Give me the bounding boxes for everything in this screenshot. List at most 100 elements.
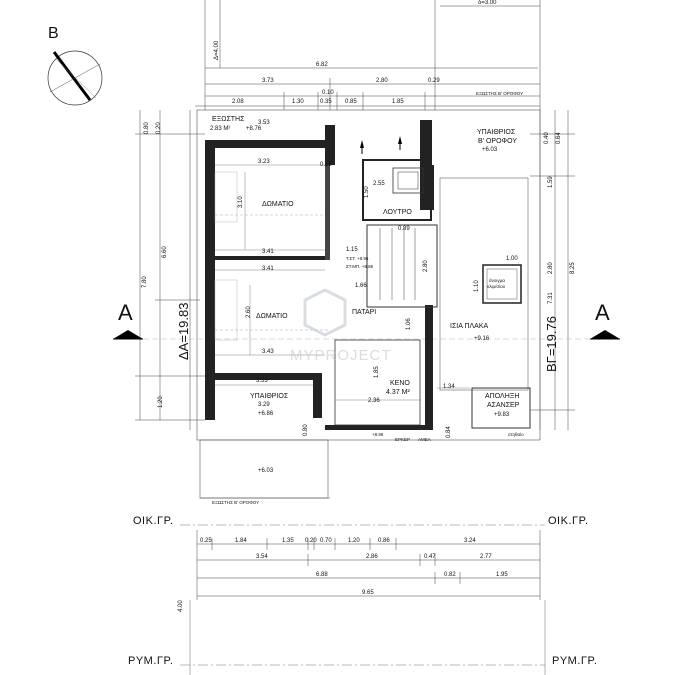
top-dimensions xyxy=(195,0,541,110)
balcony-top-label: ΕΞΩΣΤΗΣ xyxy=(212,116,245,123)
svg-text:ΑΜΕΑ: ΑΜΕΑ xyxy=(418,437,431,442)
landing-label: ΠΑΤΑΡΙ xyxy=(352,309,376,316)
watermark-logo: MYPROJECT xyxy=(290,288,392,364)
svg-text:2.80: 2.80 xyxy=(548,262,554,274)
svg-text:3.53: 3.53 xyxy=(256,378,268,384)
svg-text:0.15: 0.15 xyxy=(320,162,332,168)
svg-text:ΑΣΑΝΣΕΡ: ΑΣΑΝΣΕΡ xyxy=(487,402,520,409)
svg-text:1.00: 1.00 xyxy=(506,256,518,262)
svg-text:2.83 Μ²: 2.83 Μ² xyxy=(210,126,230,132)
svg-text:3.24: 3.24 xyxy=(464,538,476,544)
street-line: ΡΥΜ.ΓΡ. ΡΥΜ.ΓΡ. xyxy=(128,600,597,675)
north-arrow: B xyxy=(47,25,103,106)
svg-text:άνοιγμα: άνοιγμα xyxy=(489,277,505,283)
svg-text:1.10: 1.10 xyxy=(474,280,480,292)
svg-text:0.64: 0.64 xyxy=(556,132,562,144)
open-area-bottom-label: ΥΠΑΙΘΡΙΟΣ xyxy=(250,393,289,400)
svg-text:3.41: 3.41 xyxy=(262,266,274,272)
walls xyxy=(196,109,541,441)
flat-slab-label: ΙΣΙΑ ΠΛΑΚΑ xyxy=(450,323,489,330)
svg-text:0.70: 0.70 xyxy=(320,538,332,544)
svg-text:0.25: 0.25 xyxy=(200,538,212,544)
svg-text:1.06: 1.06 xyxy=(406,318,412,330)
room-labels: ΕΞΩΣΤΗΣ 2.83 Μ² +8.76 3.53 ΥΠΑΙΘΡΙΟΣ Β' … xyxy=(210,116,524,505)
svg-text:0.10: 0.10 xyxy=(322,90,334,96)
right-dimension-labels: 1.59 2.80 7.31 8.25 0.40 0.64 ΒΓ=19.76 xyxy=(544,132,576,372)
svg-text:3.54: 3.54 xyxy=(256,554,268,560)
svg-text:0.35: 0.35 xyxy=(320,99,332,105)
right-side-length: ΒΓ=19.76 xyxy=(544,316,559,372)
svg-text:4.37 Μ²: 4.37 Μ² xyxy=(386,389,410,396)
svg-text:+6.03: +6.03 xyxy=(482,147,498,153)
left-dimensions xyxy=(135,110,205,430)
svg-text:δ=3.00: δ=3.00 xyxy=(478,0,497,6)
bathroom-label: ΛΟΥΤΡΟ xyxy=(383,209,412,216)
svg-text:+9.16: +9.16 xyxy=(474,336,490,342)
left-side-length: ΔΑ=19.83 xyxy=(176,303,191,360)
svg-text:A: A xyxy=(118,300,133,325)
svg-text:2.80: 2.80 xyxy=(376,78,388,84)
svg-text:1.66: 1.66 xyxy=(355,283,367,289)
svg-text:2.36: 2.36 xyxy=(368,398,380,404)
svg-text:ΟΙΚ.ΓΡ.: ΟΙΚ.ΓΡ. xyxy=(133,515,174,527)
svg-text:A: A xyxy=(595,300,610,325)
svg-text:0.20: 0.20 xyxy=(156,122,162,134)
svg-text:6.88: 6.88 xyxy=(316,572,328,578)
bottom-dimensions xyxy=(196,530,541,600)
svg-text:0.82: 0.82 xyxy=(444,572,456,578)
svg-text:στηθαίο: στηθαίο xyxy=(508,432,524,437)
svg-text:1.34: 1.34 xyxy=(443,384,455,390)
svg-text:1.20: 1.20 xyxy=(348,538,360,544)
svg-text:ΕΞΩΣΤΗΣ Β' ΟΡΟΦΟΥ: ΕΞΩΣΤΗΣ Β' ΟΡΟΦΟΥ xyxy=(212,500,259,505)
svg-text:Δ=4.00: Δ=4.00 xyxy=(214,40,220,60)
svg-text:7.31: 7.31 xyxy=(548,292,554,304)
svg-text:Τ.ΣΤ. +8.96: Τ.ΣΤ. +8.96 xyxy=(346,256,369,261)
svg-text:ΡΥΜ.ΓΡ.: ΡΥΜ.ΓΡ. xyxy=(552,655,597,667)
svg-text:0.84: 0.84 xyxy=(446,426,452,438)
svg-text:2.77: 2.77 xyxy=(480,554,492,560)
svg-text:2.08: 2.08 xyxy=(232,99,244,105)
svg-text:4.00: 4.00 xyxy=(178,600,184,612)
svg-text:ΕΞΩΣΤΗΣ Β' ΟΡΟΦΟΥ: ΕΞΩΣΤΗΣ Β' ΟΡΟΦΟΥ xyxy=(476,91,523,96)
svg-text:3.10: 3.10 xyxy=(238,196,244,208)
svg-text:0.47: 0.47 xyxy=(424,554,436,560)
svg-text:2.86: 2.86 xyxy=(366,554,378,560)
svg-text:+6.03: +6.03 xyxy=(258,468,274,474)
svg-text:3.73: 3.73 xyxy=(262,78,274,84)
svg-text:8.25: 8.25 xyxy=(570,262,576,274)
section-marker-left: A xyxy=(113,300,143,340)
svg-text:0.20: 0.20 xyxy=(305,538,317,544)
svg-text:ΡΥΜ.ΓΡ.: ΡΥΜ.ΓΡ. xyxy=(128,655,173,667)
svg-text:2.80: 2.80 xyxy=(423,260,429,272)
north-letter: B xyxy=(48,25,59,42)
svg-text:1.84: 1.84 xyxy=(235,538,247,544)
svg-text:0.89: 0.89 xyxy=(398,226,410,232)
bottom-dimension-labels: 0.25 1.84 1.35 0.20 0.70 1.20 0.86 3.24 … xyxy=(178,538,508,612)
svg-text:0.80: 0.80 xyxy=(303,424,309,436)
svg-text:0.86: 0.86 xyxy=(378,538,390,544)
svg-text:ΕΡΚΕΡ: ΕΡΚΕΡ xyxy=(395,437,410,442)
inner-dimension-lines xyxy=(215,164,470,401)
svg-text:9.65: 9.65 xyxy=(362,590,374,596)
svg-text:ΣΤ.ΜΠ. +8.86: ΣΤ.ΜΠ. +8.86 xyxy=(346,264,374,269)
svg-text:3.29: 3.29 xyxy=(258,402,270,408)
svg-text:+8.86: +8.86 xyxy=(372,432,384,437)
section-marker-right: A xyxy=(590,300,620,340)
svg-text:+8.76: +8.76 xyxy=(246,126,262,132)
room-1-label: ΔΩΜΑΤΙΟ xyxy=(262,201,294,208)
svg-text:MYPROJECT: MYPROJECT xyxy=(290,347,392,364)
svg-text:0.80: 0.80 xyxy=(144,122,150,134)
svg-text:3.41: 3.41 xyxy=(262,249,274,255)
svg-text:0.40: 0.40 xyxy=(544,132,550,144)
svg-text:6.82: 6.82 xyxy=(316,62,328,68)
svg-text:3.43: 3.43 xyxy=(262,349,274,355)
svg-text:0.85: 0.85 xyxy=(345,99,357,105)
svg-text:3.23: 3.23 xyxy=(258,159,270,165)
room-2-label: ΔΩΜΑΤΙΟ xyxy=(256,313,288,320)
top-dimension-labels: δ=3.00 Δ=4.00 6.82 3.73 2.80 0.29 0.10 2… xyxy=(214,0,523,105)
svg-text:3.53: 3.53 xyxy=(258,120,270,126)
building-line: ΟΙΚ.ΓΡ. ΟΙΚ.ΓΡ. xyxy=(133,515,588,527)
svg-text:+9.83: +9.83 xyxy=(494,412,510,418)
svg-text:2.55: 2.55 xyxy=(373,181,385,187)
